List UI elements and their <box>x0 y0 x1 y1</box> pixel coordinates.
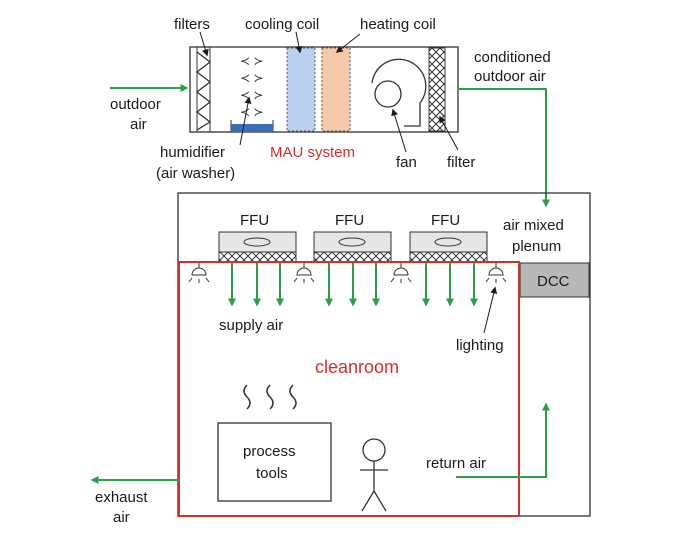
humidifier-water <box>231 124 273 132</box>
process-tools-box <box>217 422 332 502</box>
label-conditioned-1: conditioned <box>474 49 551 66</box>
label-fan: fan <box>396 154 417 171</box>
label-cooling-coil: cooling coil <box>245 16 319 33</box>
label-outdoor-air-1: outdoor <box>110 96 161 113</box>
filter-icon <box>428 47 446 132</box>
svg-text:≺ ≻: ≺ ≻ <box>240 71 263 85</box>
label-plenum-2: plenum <box>512 238 561 255</box>
ffu-label: FFU <box>240 212 269 229</box>
light-icon <box>188 263 210 283</box>
dcc-label: DCC <box>537 273 570 290</box>
cleanroom-title: cleanroom <box>315 357 399 377</box>
ffu-unit: FFU <box>218 212 297 263</box>
ffu-unit: FFU <box>313 212 392 263</box>
svg-text:≺ ≻: ≺ ≻ <box>240 54 263 68</box>
dcc-box <box>519 262 590 298</box>
ffu-label: FFU <box>431 212 460 229</box>
return-air-arrow <box>456 402 550 478</box>
label-plenum-1: air mixed <box>503 217 564 234</box>
label-exhaust-1: exhaust <box>95 489 148 506</box>
filters-icon <box>195 47 212 132</box>
label-heating-coil: heating coil <box>360 16 436 33</box>
ffu-fan-icon <box>338 237 366 247</box>
heat-wave-icon <box>243 384 297 410</box>
label-lighting: lighting <box>456 337 504 354</box>
mau-unit: ≺ ≻ ≺ ≻ ≺ ≻ ≺ ≻ <box>189 46 459 133</box>
label-filters: filters <box>174 16 210 33</box>
ffu-fan-icon <box>243 237 271 247</box>
cleanroom-outline <box>178 261 520 517</box>
light-icon <box>293 263 315 283</box>
light-icon <box>485 263 507 283</box>
label-exhaust-2: air <box>113 509 130 526</box>
lighting-fixtures <box>188 263 507 283</box>
label-process-tools-1: process <box>243 443 296 460</box>
ffu-fan-icon <box>434 237 462 247</box>
label-humidifier-sub: (air washer) <box>156 165 235 182</box>
label-humidifier: humidifier <box>160 144 225 161</box>
label-return-air: return air <box>426 455 486 472</box>
svg-text:≺ ≻: ≺ ≻ <box>240 88 263 102</box>
light-icon <box>390 263 412 283</box>
svg-text:≺ ≻: ≺ ≻ <box>240 105 263 119</box>
ffu-label: FFU <box>335 212 364 229</box>
ffu-unit: FFU <box>409 212 488 263</box>
cooling-coil-icon <box>286 47 316 132</box>
heating-coil-icon <box>321 47 351 132</box>
supply-air-arrows <box>228 263 478 307</box>
label-supply-air: supply air <box>219 317 283 334</box>
fan-icon <box>371 58 427 127</box>
mau-title: MAU system <box>270 144 355 161</box>
conditioned-air-arrow <box>458 88 550 208</box>
label-outdoor-air-2: air <box>130 116 147 133</box>
label-process-tools-2: tools <box>256 465 288 482</box>
label-conditioned-2: outdoor air <box>474 68 546 85</box>
label-filter: filter <box>447 154 475 171</box>
person-icon <box>360 438 388 512</box>
